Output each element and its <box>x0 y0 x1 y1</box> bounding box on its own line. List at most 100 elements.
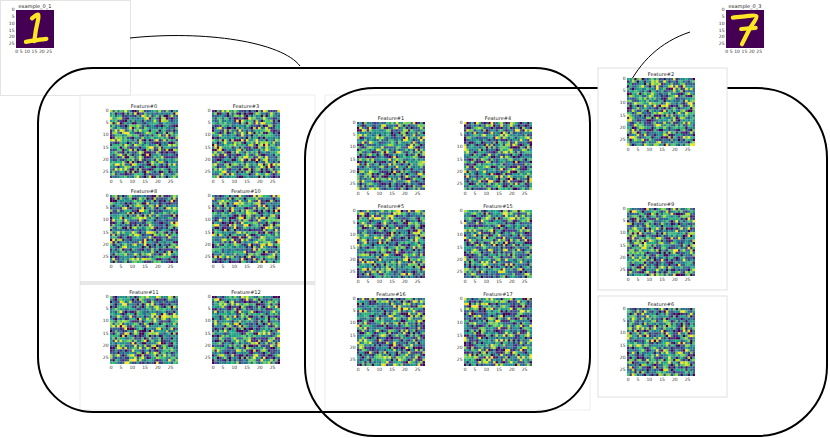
heatmap-cell <box>222 176 224 178</box>
heatmap-cell <box>151 205 153 207</box>
heatmap-cell <box>214 112 216 114</box>
heatmap-cell <box>115 227 117 229</box>
heatmap-cell <box>132 120 134 122</box>
heatmap-cell <box>142 176 144 178</box>
heatmap-cell <box>176 166 178 168</box>
heatmap-cell <box>149 207 151 209</box>
heatmap-cell <box>161 129 163 131</box>
heatmap-cell <box>236 120 238 122</box>
heatmap-cell <box>212 117 214 119</box>
heatmap-cell <box>161 219 163 221</box>
heatmap-cell <box>125 151 127 153</box>
heatmap-cell <box>244 171 246 173</box>
heatmap-cell <box>265 163 267 165</box>
heatmap-cell <box>171 120 173 122</box>
heatmap-cell <box>270 149 272 151</box>
heatmap-cell <box>117 168 119 170</box>
heatmap-cell <box>139 197 141 199</box>
heatmap-cell <box>171 139 173 141</box>
heatmap-cell <box>217 137 219 139</box>
heatmap-cell <box>173 200 175 202</box>
heatmap-cell <box>154 195 156 197</box>
heatmap-cell <box>268 142 270 144</box>
heatmap-cell <box>151 117 153 119</box>
heatmap-cell <box>112 151 114 153</box>
heatmap-cell <box>176 132 178 134</box>
heatmap-cell <box>212 156 214 158</box>
leader-line <box>627 32 690 88</box>
heatmap-cell <box>258 120 260 122</box>
heatmap-cell <box>239 139 241 141</box>
heatmap-cell <box>214 117 216 119</box>
heatmap-cell <box>168 171 170 173</box>
heatmap-cell <box>236 139 238 141</box>
heatmap-cell <box>117 219 119 221</box>
heatmap-cell <box>120 224 122 226</box>
heatmap-cell <box>166 132 168 134</box>
heatmap-cell <box>268 163 270 165</box>
heatmap-cell <box>144 115 146 117</box>
heatmap-cell <box>134 202 136 204</box>
heatmap-cell <box>120 222 122 224</box>
heatmap-cell <box>132 142 134 144</box>
heatmap-cell <box>171 197 173 199</box>
heatmap-cell <box>112 139 114 141</box>
heatmap-cell <box>176 129 178 131</box>
heatmap-cell <box>253 171 255 173</box>
heatmap-cell <box>258 134 260 136</box>
heatmap-cell <box>115 161 117 163</box>
heatmap-cell <box>168 120 170 122</box>
heatmap-cell <box>112 125 114 127</box>
heatmap-cell <box>127 166 129 168</box>
heatmap-cell <box>159 139 161 141</box>
heatmap-cell <box>112 166 114 168</box>
heatmap-cell <box>112 161 114 163</box>
heatmap-cell <box>151 161 153 163</box>
heatmap-cell <box>134 176 136 178</box>
heatmap-cell <box>156 110 158 112</box>
heatmap-cell <box>212 144 214 146</box>
heatmap-cell <box>142 217 144 219</box>
heatmap-cell <box>176 217 178 219</box>
heatmap-cell <box>168 129 170 131</box>
heatmap-cell <box>256 171 258 173</box>
heatmap-cell <box>270 110 272 112</box>
heatmap-cell <box>270 161 272 163</box>
heatmap-cell <box>246 166 248 168</box>
heatmap-cell <box>241 139 243 141</box>
heatmap-cell <box>115 154 117 156</box>
heatmap-cell <box>149 129 151 131</box>
heatmap-cell <box>231 142 233 144</box>
heatmap-cell <box>159 197 161 199</box>
heatmap-cell <box>234 127 236 129</box>
heatmap-cell <box>134 134 136 136</box>
heatmap-cell <box>115 212 117 214</box>
heatmap-cell <box>144 214 146 216</box>
heatmap-cell <box>224 156 226 158</box>
heatmap-cell <box>156 205 158 207</box>
heatmap-cell <box>166 214 168 216</box>
heatmap-cell <box>154 173 156 175</box>
heatmap-cell <box>132 219 134 221</box>
heatmap-cell <box>122 125 124 127</box>
heatmap-cell <box>134 129 136 131</box>
heatmap-cell <box>137 132 139 134</box>
heatmap-cell <box>241 127 243 129</box>
heatmap-cell <box>149 210 151 212</box>
heatmap-cell <box>144 120 146 122</box>
heatmap-cell <box>229 161 231 163</box>
heatmap-cell <box>115 176 117 178</box>
heatmap-cell <box>219 127 221 129</box>
heatmap-cell <box>265 151 267 153</box>
heatmap-cell <box>270 163 272 165</box>
heatmap-cell <box>117 163 119 165</box>
heatmap-cell <box>236 129 238 131</box>
heatmap-cell <box>275 176 277 178</box>
heatmap-cell <box>256 142 258 144</box>
heatmap-cell <box>219 129 221 131</box>
heatmap-cell <box>122 202 124 204</box>
heatmap-cell <box>161 151 163 153</box>
heatmap-cell <box>156 117 158 119</box>
heatmap-cell <box>229 110 231 112</box>
heatmap-cell <box>263 129 265 131</box>
